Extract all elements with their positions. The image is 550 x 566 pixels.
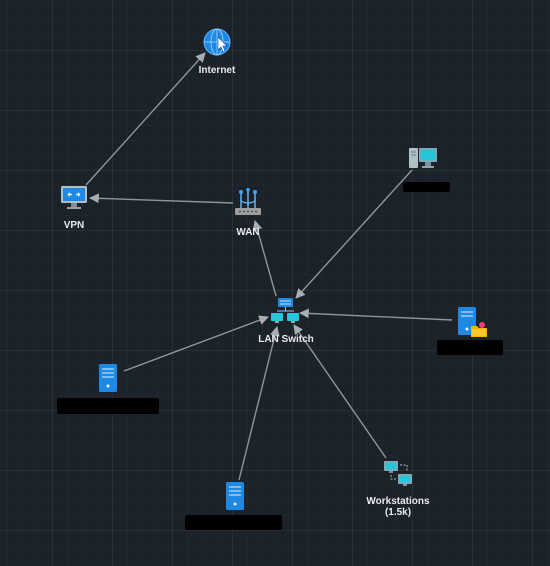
node-workstations[interactable]: Workstations (1.5k) — [358, 458, 438, 520]
node-vpn[interactable]: VPN — [54, 184, 94, 232]
redacted-label — [185, 515, 282, 530]
node-server-left[interactable] — [56, 362, 160, 416]
node-internet[interactable]: Internet — [196, 26, 238, 76]
desktop-computer-icon — [409, 148, 437, 168]
workstations-icon — [384, 461, 412, 486]
node-wan[interactable]: WAN — [230, 188, 266, 238]
file-server-icon — [458, 307, 487, 337]
server-icon — [226, 482, 244, 510]
link-workstations-lan[interactable] — [293, 324, 387, 459]
node-desktop[interactable] — [402, 146, 452, 194]
server-icon — [99, 364, 117, 392]
redacted-label — [403, 182, 450, 192]
link-vpn-internet[interactable] — [85, 52, 206, 186]
node-label-line1: Workstations — [366, 496, 430, 507]
node-server-bottom[interactable] — [184, 480, 284, 532]
node-label: VPN — [63, 220, 85, 231]
link-serverleft-lan[interactable] — [123, 315, 269, 372]
node-label-line2: (1.5k) — [384, 507, 412, 518]
node-file-server[interactable] — [436, 306, 504, 358]
node-label: LAN Switch — [258, 334, 314, 345]
router-icon — [235, 188, 261, 215]
link-serverbottom-lan[interactable] — [238, 326, 280, 481]
switch-icon — [271, 298, 299, 323]
node-label: Internet — [198, 65, 236, 76]
redacted-label — [437, 340, 503, 355]
vpn-monitor-icon — [61, 186, 87, 209]
link-fileserver-lan[interactable] — [299, 308, 453, 321]
link-desktop-lan[interactable] — [295, 169, 413, 299]
link-wan-vpn[interactable] — [89, 193, 234, 204]
node-label: WAN — [236, 227, 260, 238]
redacted-label — [57, 398, 159, 414]
globe-icon — [203, 28, 231, 56]
node-lan-switch[interactable]: LAN Switch — [256, 296, 316, 346]
link-lan-wan[interactable] — [252, 220, 277, 297]
